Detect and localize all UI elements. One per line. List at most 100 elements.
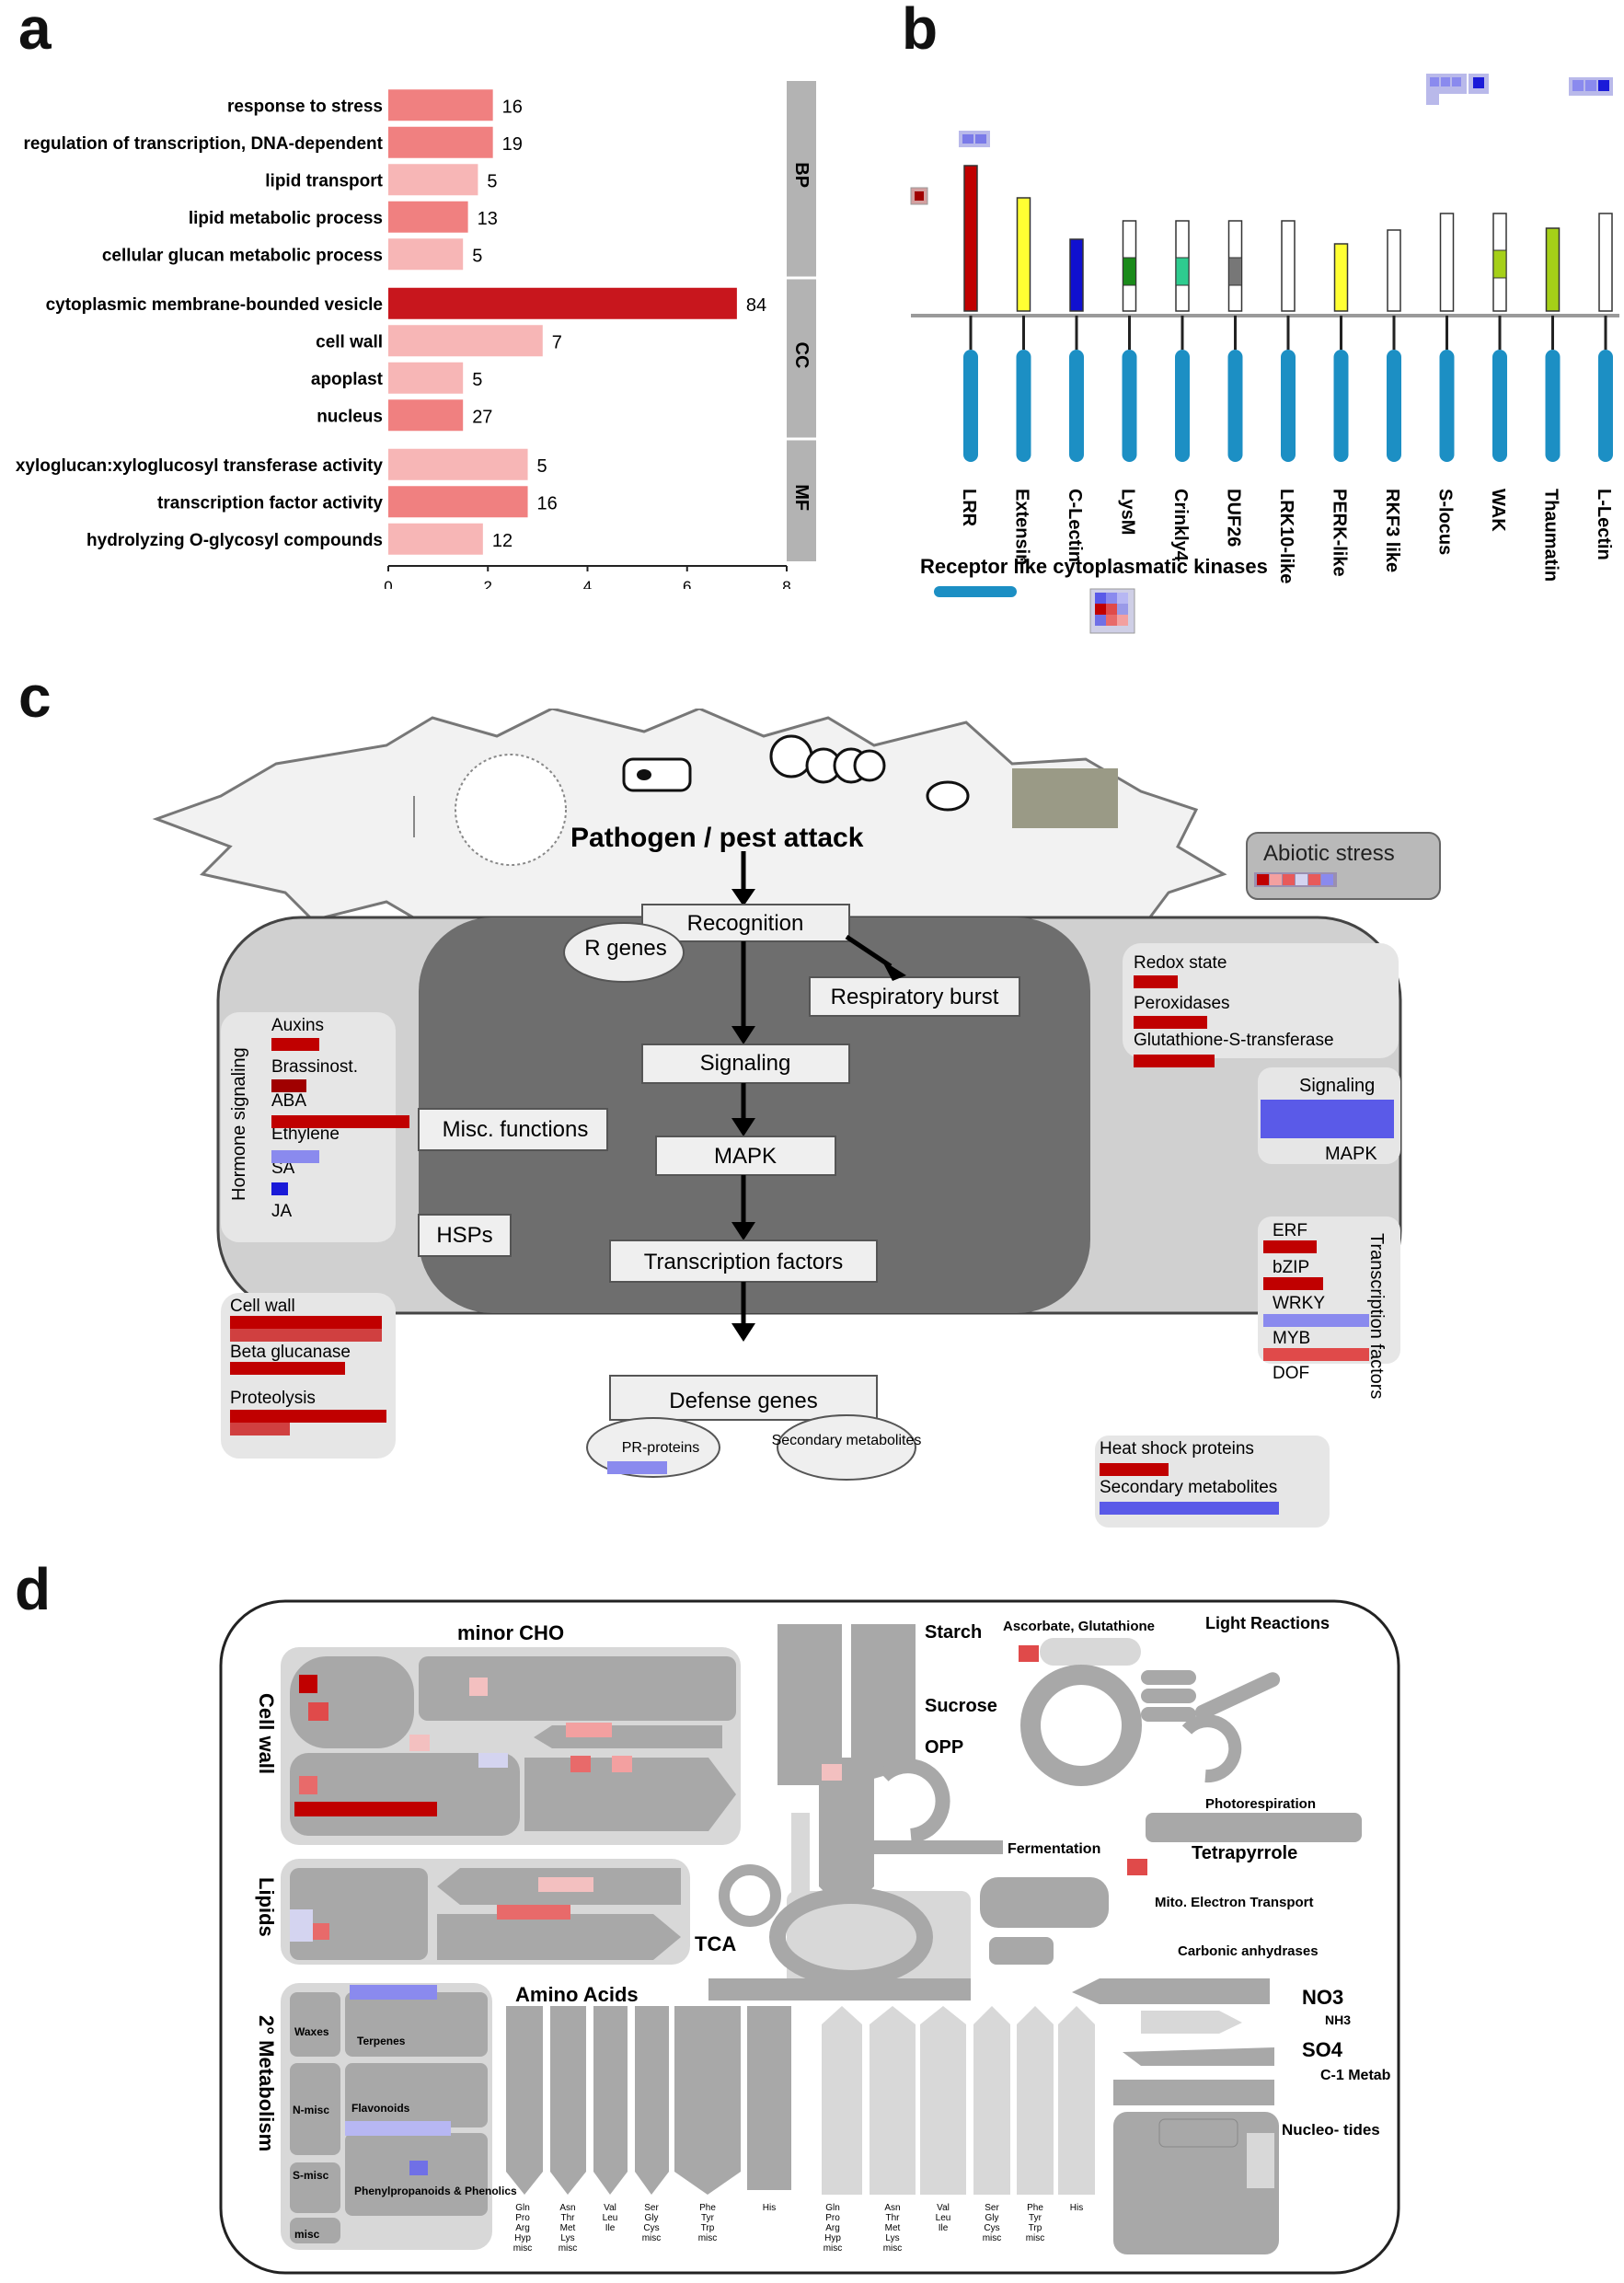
chart-bar: [388, 238, 464, 271]
biotic-stress-pathway: Pathogen / pest attack Abiotic stress Re…: [152, 709, 1441, 1528]
hormone-label: Brassinost.: [271, 1057, 358, 1077]
receptor-label: Thaumatin: [1541, 489, 1561, 582]
chart-group-label: CC: [791, 342, 812, 369]
panel-letter-d: d: [15, 1556, 52, 1622]
chart-bar: [388, 164, 478, 196]
carbonic-label: Carbonic anhydrases: [1178, 1943, 1319, 1959]
secondary-sub-label: Phenylpropanoids & Phenolics: [354, 2185, 517, 2197]
respiratory-burst-label: Respiratory burst: [831, 985, 999, 1009]
aa-group-label: Tyr: [1029, 2213, 1042, 2223]
aa-group-label: misc: [698, 2233, 718, 2243]
tf-item-label: DOF: [1273, 1364, 1309, 1383]
panel-letter-c: c: [18, 663, 52, 730]
tf-label: Transcription factors: [644, 1250, 844, 1274]
aa-group-label: Trp: [701, 2223, 715, 2233]
secondary-sub-label: Terpenes: [357, 2035, 406, 2047]
chart-bar-count: 16: [502, 97, 523, 117]
chart-bar-label: response to stress: [227, 97, 383, 116]
tf-item-label: bZIP: [1273, 1258, 1309, 1277]
nh3-label: NH3: [1325, 2012, 1351, 2027]
x-tick-label: 8: [782, 578, 790, 589]
lipids-label: Lipids: [255, 1877, 278, 1937]
chart-bar-count: 19: [502, 134, 523, 155]
chart-bar-count: 27: [472, 407, 492, 427]
receptor-ectodomain: [1333, 243, 1349, 312]
redox-item-label: Peroxidases: [1134, 994, 1230, 1013]
misc-functions-label: Misc. functions: [443, 1117, 589, 1142]
redox-heat: [1134, 975, 1215, 1067]
aa-group-label: Ile: [605, 2223, 616, 2233]
cell-wall-label: Cell wall: [255, 1693, 278, 1774]
x-tick-label: 4: [583, 578, 592, 589]
chart-bar-label: cell wall: [316, 332, 383, 352]
tca-label: TCA: [695, 1932, 736, 1955]
chart-group-label: BP: [791, 162, 812, 188]
receptor-label: DUF26: [1224, 489, 1244, 547]
recognition-label: Recognition: [687, 911, 804, 936]
tf-item-label: ERF: [1273, 1221, 1307, 1240]
hormone-label: SA: [271, 1159, 295, 1178]
aa-group-label: Trp: [1029, 2223, 1042, 2233]
aa-group-label: Gln: [825, 2203, 840, 2213]
aa-group-label: Thr: [561, 2213, 576, 2223]
aa-group-label: Met: [885, 2223, 901, 2233]
aa-group-label: Phe: [699, 2203, 716, 2213]
hormone-heat: [271, 1038, 409, 1195]
aa-group-label: misc: [983, 2233, 1002, 2243]
receptor-kinase-domain: [1598, 350, 1613, 462]
tetrapyrrole-label: Tetrapyrrole: [1192, 1843, 1297, 1863]
aa-group-label: Ser: [644, 2203, 659, 2213]
aa-group-label: Val: [937, 2203, 950, 2213]
receptor-kinase-domain: [1069, 350, 1084, 462]
aa-group-label: Hyp: [824, 2233, 841, 2243]
heat-item-label: Heat shock proteins: [1100, 1439, 1254, 1459]
aa-group-label: Ser: [985, 2203, 999, 2213]
chart-group-strip: [787, 81, 816, 277]
fermentation-label: Fermentation: [1008, 1841, 1100, 1857]
x-tick-label: 6: [683, 578, 691, 589]
r-genes-oval: [563, 922, 685, 983]
no3-label: NO3: [1302, 1986, 1343, 2009]
secondary-metabolism-label: 2° Metabolism: [255, 2015, 278, 2151]
chart-bar: [388, 486, 528, 518]
chart-bar: [388, 201, 468, 233]
aa-group-label: Hyp: [514, 2233, 531, 2243]
chart-bar: [388, 89, 493, 121]
nucleotides-label: Nucleo- tides: [1282, 2121, 1380, 2139]
metabolism-overview: minor CHO Cell wall Lipids 2° Metabolism…: [219, 1599, 1400, 2275]
hormone-label: Ethylene: [271, 1124, 340, 1144]
chart-bar: [388, 523, 483, 555]
tf-heat: [1263, 1240, 1369, 1361]
right-signaling-label: Signaling: [1299, 1076, 1375, 1096]
x-tick-label: 2: [484, 578, 492, 589]
hormone-label: JA: [271, 1202, 293, 1221]
receptor-kinase-domain: [1492, 350, 1507, 462]
secondary-sub-label: misc: [294, 2228, 320, 2241]
so4-label: SO4: [1302, 2038, 1343, 2061]
chart-bar-count: 84: [746, 295, 766, 316]
receptor-ectodomain: [1069, 238, 1084, 312]
redox-box: [1123, 943, 1399, 1058]
aa-group-label: misc: [513, 2243, 533, 2254]
signaling-box: [641, 1043, 850, 1084]
receptor-label: WAK: [1488, 489, 1508, 532]
heat-item-label: Secondary metabolites: [1100, 1478, 1277, 1497]
chart-bar-label: nucleus: [317, 407, 383, 426]
aa-group-label: Pro: [825, 2213, 840, 2223]
chart-bar-label: hydrolyzing O-glycosyl compounds: [86, 531, 383, 550]
aa-group-label: Leu: [936, 2213, 951, 2223]
aa-group-label: Tyr: [701, 2213, 715, 2223]
aa-group-label: Phe: [1027, 2203, 1043, 2213]
aa-group-label: Arg: [825, 2223, 840, 2233]
receptor-kinase-domain: [1227, 350, 1243, 462]
receptor-label: Crinkly4: [1170, 489, 1191, 562]
chart-bar-count: 5: [537, 456, 547, 477]
secondary-metabolites-label: Secondary metabolites: [772, 1433, 922, 1448]
heat-shock-heat: [1100, 1463, 1279, 1515]
receptor-domain-segment: [1175, 257, 1190, 286]
redox-item-label: Redox state: [1134, 953, 1227, 973]
hsps-label: HSPs: [436, 1223, 492, 1248]
chart-bar: [388, 399, 464, 432]
receptor-kinase-domain: [1333, 350, 1349, 462]
